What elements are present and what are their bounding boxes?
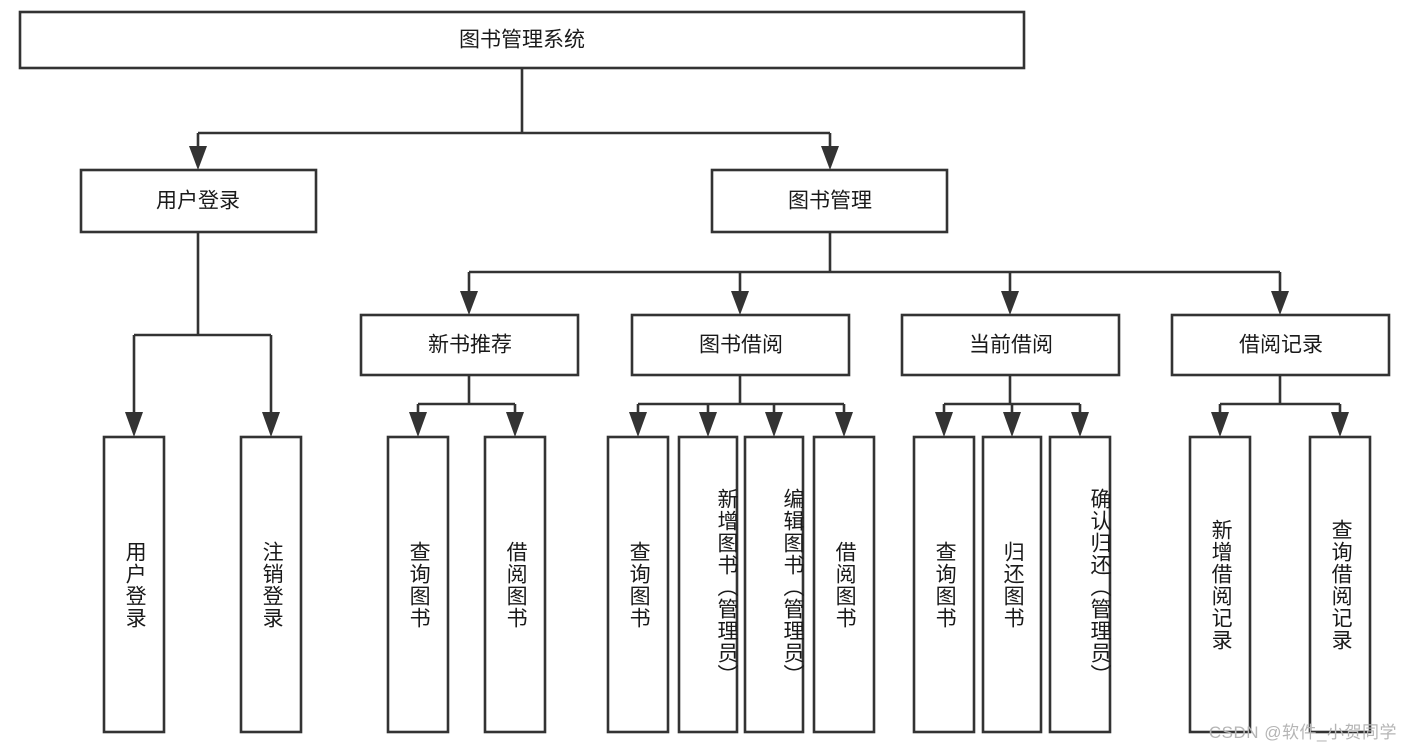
node-box-leaf-add-book-admin[interactable]: [677, 435, 739, 734]
arrow-head-leaf-add-book: [699, 412, 717, 437]
node-box-book-borrow[interactable]: [630, 313, 851, 377]
arrow-head-user-login: [189, 146, 207, 170]
node-box-leaf-edit-book-admin[interactable]: [743, 435, 805, 734]
arrow-head-current-borrow: [1001, 291, 1019, 315]
node-box-root[interactable]: [18, 10, 1026, 70]
arrow-head-leaf-query-book-3: [935, 412, 953, 437]
node-box-leaf-add-borrow-record[interactable]: [1188, 435, 1252, 734]
node-box-book-manage[interactable]: [710, 168, 949, 234]
arrow-head-leaf-borrow-book-2: [835, 412, 853, 437]
node-box-leaf-borrow-book-2[interactable]: [812, 435, 876, 734]
node-label-root: 图书管理系统: [459, 29, 585, 52]
node-box-user-login[interactable]: [79, 168, 318, 234]
node-box-leaf-return-book[interactable]: [981, 435, 1043, 734]
connectors-layer: [125, 68, 1349, 437]
arrow-head-leaf-query-record: [1331, 412, 1349, 437]
node-box-current-borrow[interactable]: [900, 313, 1121, 377]
arrow-head-leaf-add-record: [1211, 412, 1229, 437]
node-box-leaf-logout[interactable]: [239, 435, 303, 734]
watermark-credit: CSDN @软件_小贺同学: [1208, 723, 1397, 742]
nodes-layer: 图书管理系统 用户登录 图书管理 新书推荐 图书借阅 当前借阅 借阅记录: [18, 10, 1391, 734]
arrow-head-leaf-query-book-2: [629, 412, 647, 437]
arrow-head-book-borrow: [731, 291, 749, 315]
node-box-leaf-query-book-3[interactable]: [912, 435, 976, 734]
node-box-leaf-query-book-1[interactable]: [386, 435, 450, 734]
node-label-current-borrow: 当前借阅: [969, 334, 1053, 357]
arrow-head-new-book-rec: [460, 291, 478, 315]
arrow-head-leaf-logout: [262, 412, 280, 437]
node-box-new-book-recommend[interactable]: [359, 313, 580, 377]
node-box-leaf-borrow-book-1[interactable]: [483, 435, 547, 734]
node-label-borrow-record: 借阅记录: [1239, 334, 1323, 357]
arrow-head-leaf-borrow-book-1: [506, 412, 524, 437]
node-box-leaf-user-login[interactable]: [102, 435, 166, 734]
node-box-leaf-query-book-2[interactable]: [606, 435, 670, 734]
arrow-head-leaf-query-book-1: [409, 412, 427, 437]
node-box-leaf-query-borrow-record[interactable]: [1308, 435, 1372, 734]
arrow-head-leaf-edit-book: [765, 412, 783, 437]
node-box-borrow-record[interactable]: [1170, 313, 1391, 377]
arrow-head-book-manage: [821, 146, 839, 170]
arrow-head-leaf-confirm-return: [1071, 412, 1089, 437]
node-label-new-book-recommend: 新书推荐: [428, 334, 512, 357]
arrow-head-borrow-record: [1271, 291, 1289, 315]
node-label-book-manage: 图书管理: [788, 190, 872, 213]
arrow-head-leaf-return-book: [1003, 412, 1021, 437]
node-label-book-borrow: 图书借阅: [699, 334, 783, 357]
node-box-leaf-confirm-return-admin[interactable]: [1048, 435, 1112, 734]
node-label-user-login: 用户登录: [156, 190, 240, 213]
arrow-head-leaf-user-login: [125, 412, 143, 437]
